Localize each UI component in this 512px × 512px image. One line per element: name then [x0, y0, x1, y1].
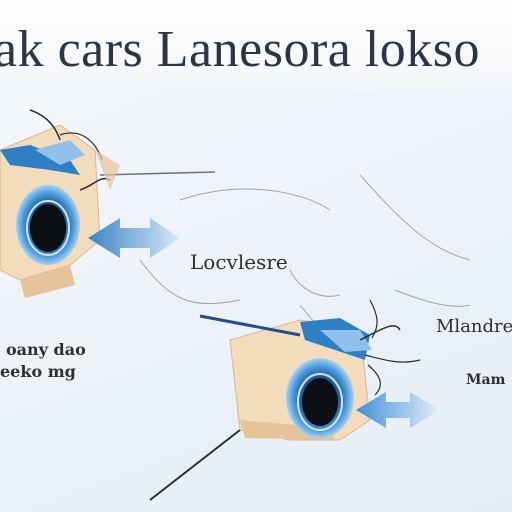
label-center: Locvlesre	[190, 250, 288, 274]
ear-illustration-top	[0, 109, 216, 298]
label-right-line1: Mlandre	[436, 316, 512, 337]
arrow-left-bottom	[356, 392, 440, 428]
title-banner	[0, 0, 512, 92]
label-right-line2: Mam	[466, 372, 506, 388]
arrow-left-top	[88, 218, 180, 258]
page-title: ak cars Lanesora lokso	[0, 21, 481, 78]
label-left-line2: eeko mg	[0, 362, 76, 381]
label-left-line1: oany dao	[6, 340, 86, 359]
ear-illustration-bottom	[149, 299, 421, 501]
